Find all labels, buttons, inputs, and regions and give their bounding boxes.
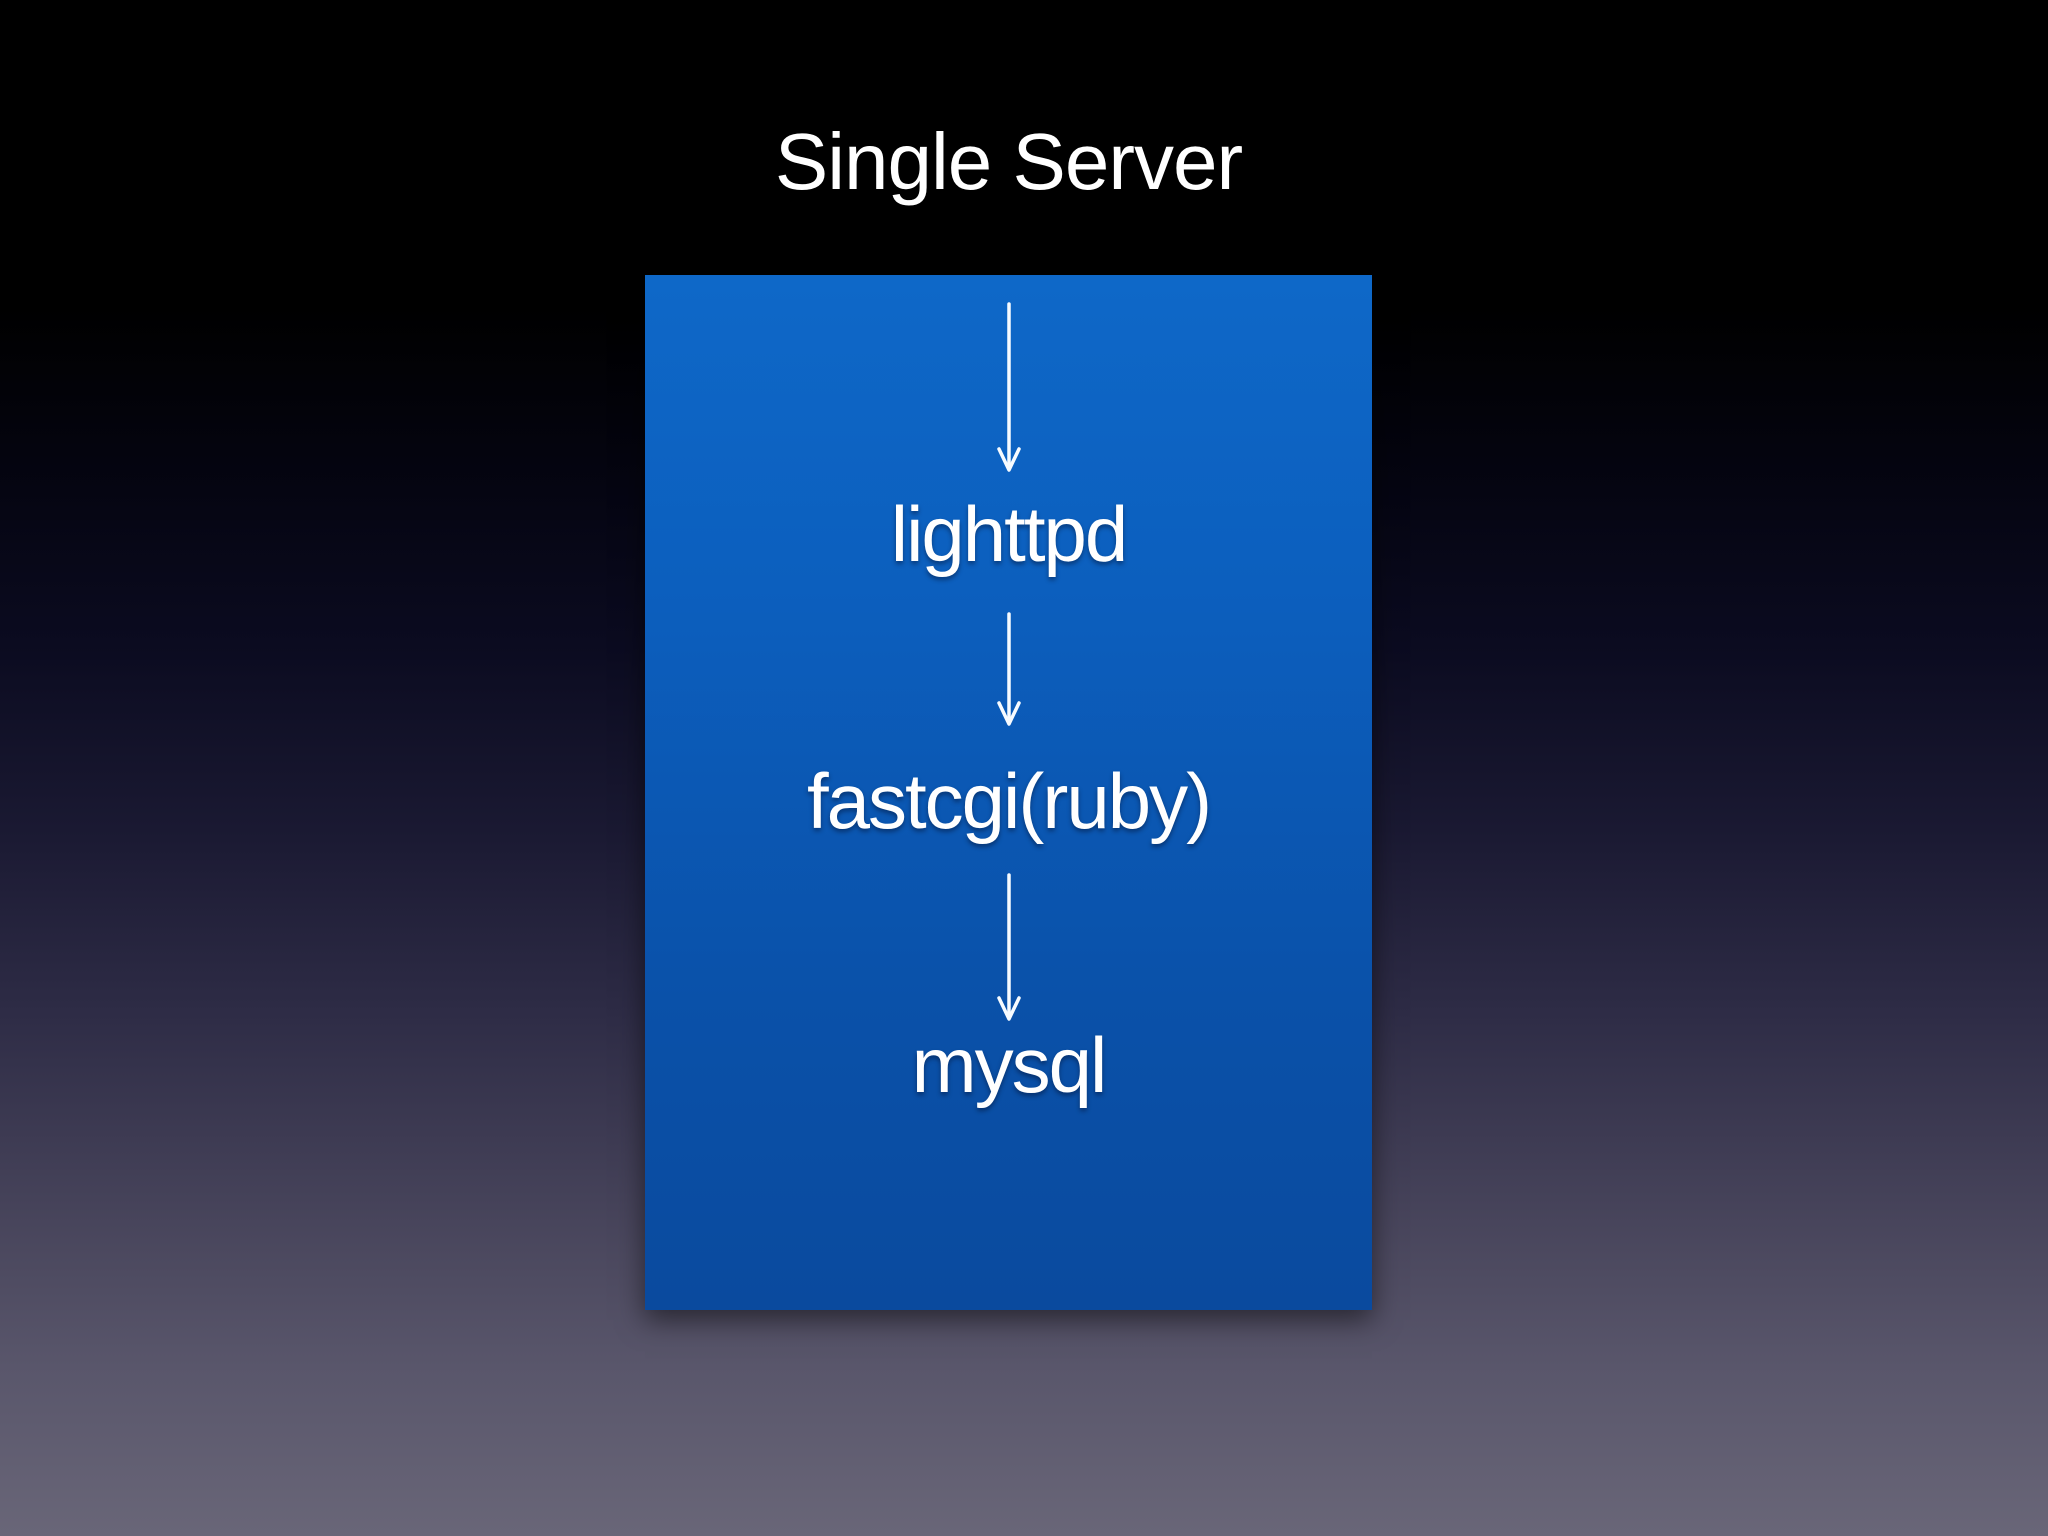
server-box: lighttpd fastcgi(ruby) mysql [645,275,1372,1310]
arrow-down-icon [996,873,1021,1021]
arrow-down-icon [996,612,1021,726]
node-lighttpd: lighttpd [890,490,1129,578]
slide-title: Single Server [774,117,1243,206]
node-mysql: mysql [911,1021,1108,1109]
arrow-down-icon [996,302,1021,472]
node-fastcgi-ruby: fastcgi(ruby) [806,757,1212,845]
